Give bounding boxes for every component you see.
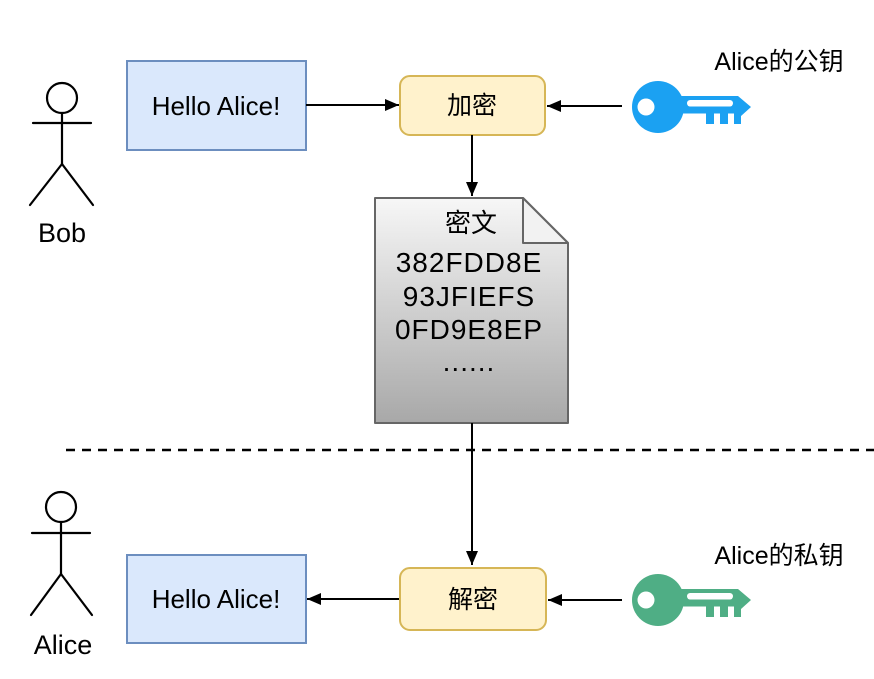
private-key-label: Alice的私钥 (714, 542, 843, 570)
plaintext-box-bottom: Hello Alice! (126, 554, 307, 644)
ciphertext-line: 93JFIEFS (403, 281, 535, 312)
plaintext-top-label: Hello Alice! (152, 91, 281, 121)
ciphertext-line: 382FDD8E (396, 247, 543, 278)
ciphertext-title: 密文 (445, 208, 497, 238)
bob-label: Bob (38, 218, 86, 248)
plaintext-box-top: Hello Alice! (126, 60, 307, 151)
decrypt-box: 解密 (399, 567, 547, 631)
folded-corner-icon (522, 197, 569, 244)
ciphertext-document: 密文 382FDD8E 93JFIEFS 0FD9E8EP ...... (374, 197, 569, 424)
alice-stick-figure-icon (29, 490, 94, 617)
decrypt-label: 解密 (448, 586, 498, 614)
private-key-icon (632, 574, 751, 626)
public-key-icon (632, 81, 751, 133)
encrypt-label: 加密 (447, 92, 497, 120)
alice-label: Alice (34, 630, 93, 660)
ciphertext-ellipsis: ...... (443, 346, 496, 377)
public-key-label: Alice的公钥 (714, 48, 843, 76)
plaintext-bottom-label: Hello Alice! (152, 584, 281, 614)
encrypt-box: 加密 (399, 75, 546, 136)
ciphertext-line: 0FD9E8EP (395, 314, 543, 345)
bob-stick-figure-icon (28, 81, 95, 207)
